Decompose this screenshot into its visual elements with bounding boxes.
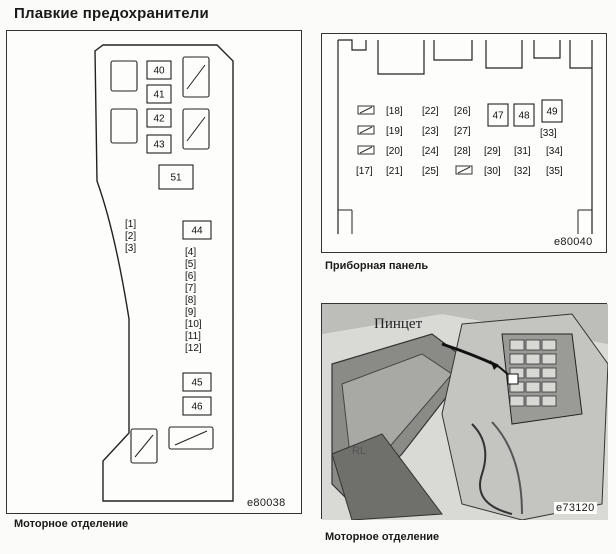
engine-small-fuse-4: [4] — [185, 247, 196, 258]
relay-2 — [110, 108, 138, 144]
engine-small-fuse-3: [3] — [125, 243, 136, 254]
engine-fuse-45: 45 — [182, 372, 212, 392]
panel-small-fuse-29: [29] — [484, 146, 501, 157]
engine-fuse-42: 42 — [146, 108, 172, 128]
page-title: Плавкие предохранители — [14, 5, 209, 22]
relay-1 — [110, 60, 138, 92]
panel-fuse-48: 48 — [513, 103, 535, 127]
tweezers-label: Пинцет — [374, 316, 423, 332]
panel-small-fuse-35: [35] — [546, 166, 563, 177]
panel-small-fuse-20: [20] — [386, 146, 403, 157]
panel-small-fuse-28: [28] — [454, 146, 471, 157]
embossed-label: RL — [352, 445, 366, 457]
panel-small-fuse-33: [33] — [540, 128, 557, 139]
photo-code: e73120 — [554, 502, 597, 514]
relay-6 — [168, 426, 214, 450]
panel-fuse-47-label: 47 — [492, 111, 504, 122]
engine-fuse-44: 44 — [182, 220, 212, 240]
engine-fuse-46-label: 46 — [191, 402, 203, 413]
engine-fuse-46: 46 — [182, 396, 212, 416]
engine-fuse-box-outline — [94, 44, 234, 502]
engine-fuse-51: 51 — [158, 164, 194, 190]
panel-small-fuse-25: [25] — [422, 166, 439, 177]
panel-small-fuse-24: [24] — [422, 146, 439, 157]
instrument-fuse-box-diagram: 47 48 49 [18] [22] [26] [19] [23] [27] [33] [20] [… — [337, 39, 593, 234]
panel-small-fuse-18: [18] — [386, 106, 403, 117]
panel-small-fuse-27: [27] — [454, 126, 471, 137]
engine-small-fuse-11: [11] — [185, 331, 201, 342]
panel-fuse-48-label: 48 — [518, 111, 530, 122]
engine-fuse-41-label: 41 — [153, 90, 165, 101]
photo-caption: Моторное отделение — [325, 531, 440, 543]
engine-fuse-box-diagram: 40 41 42 43 51 44 45 46 [1][2][3] [4][5][6][7][8… — [94, 44, 234, 502]
instrument-fuse-box-outline — [337, 39, 593, 234]
panel-small-fuse-30: [30] — [484, 166, 501, 177]
panel-small-fuse-22: [22] — [422, 106, 439, 117]
engine-small-fuse-2: [2] — [125, 231, 136, 242]
engine-fuse-box-code: e80038 — [247, 497, 286, 509]
engine-small-fuse-1: [1] — [125, 219, 136, 230]
engine-small-fuse-7: [7] — [185, 283, 196, 294]
panel-small-fuse-32: [32] — [514, 166, 531, 177]
instrument-fuse-box-code: e80040 — [554, 236, 593, 248]
photo-panel: RL Пинцет e73120 — [321, 303, 608, 520]
instrument-fuse-box-panel: 47 48 49 [18] [22] [26] [19] [23] [27] [33] [20] [… — [321, 33, 607, 253]
engine-fuse-51-label: 51 — [170, 173, 182, 184]
panel-small-fuse-31: [31] — [514, 146, 531, 157]
engine-bay-photo: RL Пинцет — [322, 304, 608, 520]
relay-4 — [182, 108, 210, 150]
panel-small-fuse-19: [19] — [386, 126, 403, 137]
panel-fuse-47: 47 — [487, 103, 509, 127]
engine-small-fuse-10: [10] — [185, 319, 202, 330]
engine-fuse-43: 43 — [146, 134, 172, 154]
engine-fuse-43-label: 43 — [153, 140, 165, 151]
panel-small-fuse-34: [34] — [546, 146, 563, 157]
panel-small-fuse-26: [26] — [454, 106, 471, 117]
panel-fuse-49: 49 — [541, 99, 563, 123]
spare-fuse-slots — [357, 105, 473, 175]
engine-fuse-42-label: 42 — [153, 114, 165, 125]
panel-small-fuse-21: [21] — [386, 166, 403, 177]
engine-small-fuse-5: [5] — [185, 259, 196, 270]
panel-small-fuse-17: [17] — [356, 166, 373, 177]
relay-3 — [182, 56, 210, 98]
engine-small-fuse-9: [9] — [185, 307, 196, 318]
panel-fuse-49-label: 49 — [546, 107, 558, 118]
engine-fuse-40: 40 — [146, 60, 172, 80]
engine-small-fuse-12: [12] — [185, 343, 202, 354]
relay-5 — [130, 428, 158, 464]
engine-fuse-box-panel: 40 41 42 43 51 44 45 46 [1][2][3] [4][5][6][7][8… — [6, 30, 302, 514]
panel-small-fuse-23: [23] — [422, 126, 439, 137]
engine-small-fuse-6: [6] — [185, 271, 196, 282]
engine-small-fuse-8: [8] — [185, 295, 196, 306]
engine-fuse-44-label: 44 — [191, 226, 203, 237]
engine-fuse-40-label: 40 — [153, 66, 165, 77]
engine-fuse-box-caption: Моторное отделение — [14, 518, 129, 530]
engine-fuse-45-label: 45 — [191, 378, 203, 389]
engine-fuse-41: 41 — [146, 84, 172, 104]
instrument-fuse-box-caption: Приборная панель — [325, 260, 429, 272]
